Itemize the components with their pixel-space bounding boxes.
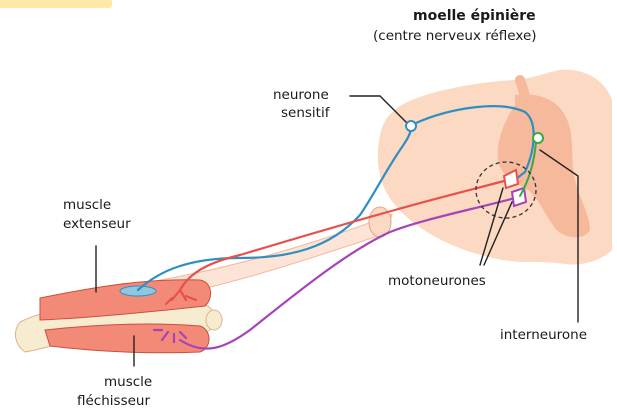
label-extensor-muscle-1: muscle <box>63 197 111 214</box>
interneuron-soma <box>533 133 543 143</box>
label-flexor-muscle-2: fléchisseur <box>77 393 150 410</box>
bone-joint <box>206 310 222 330</box>
label-extensor-muscle-2: extenseur <box>63 216 131 233</box>
label-interneuron: interneurone <box>500 327 587 344</box>
flexor-muscle-shape <box>45 324 209 353</box>
diagram-title: moelle épinière <box>413 8 536 25</box>
spinal-cord <box>378 70 612 265</box>
sensory-neuron-soma <box>406 121 416 131</box>
label-sensory-neuron-1: neurone <box>273 87 329 104</box>
label-flexor-muscle-1: muscle <box>104 374 152 391</box>
diagram-subtitle: (centre nerveux réflexe) <box>373 28 537 45</box>
label-motor-neurons: motoneurones <box>388 273 486 290</box>
label-sensory-neuron-2: sensitif <box>281 105 329 122</box>
limb <box>15 280 222 353</box>
